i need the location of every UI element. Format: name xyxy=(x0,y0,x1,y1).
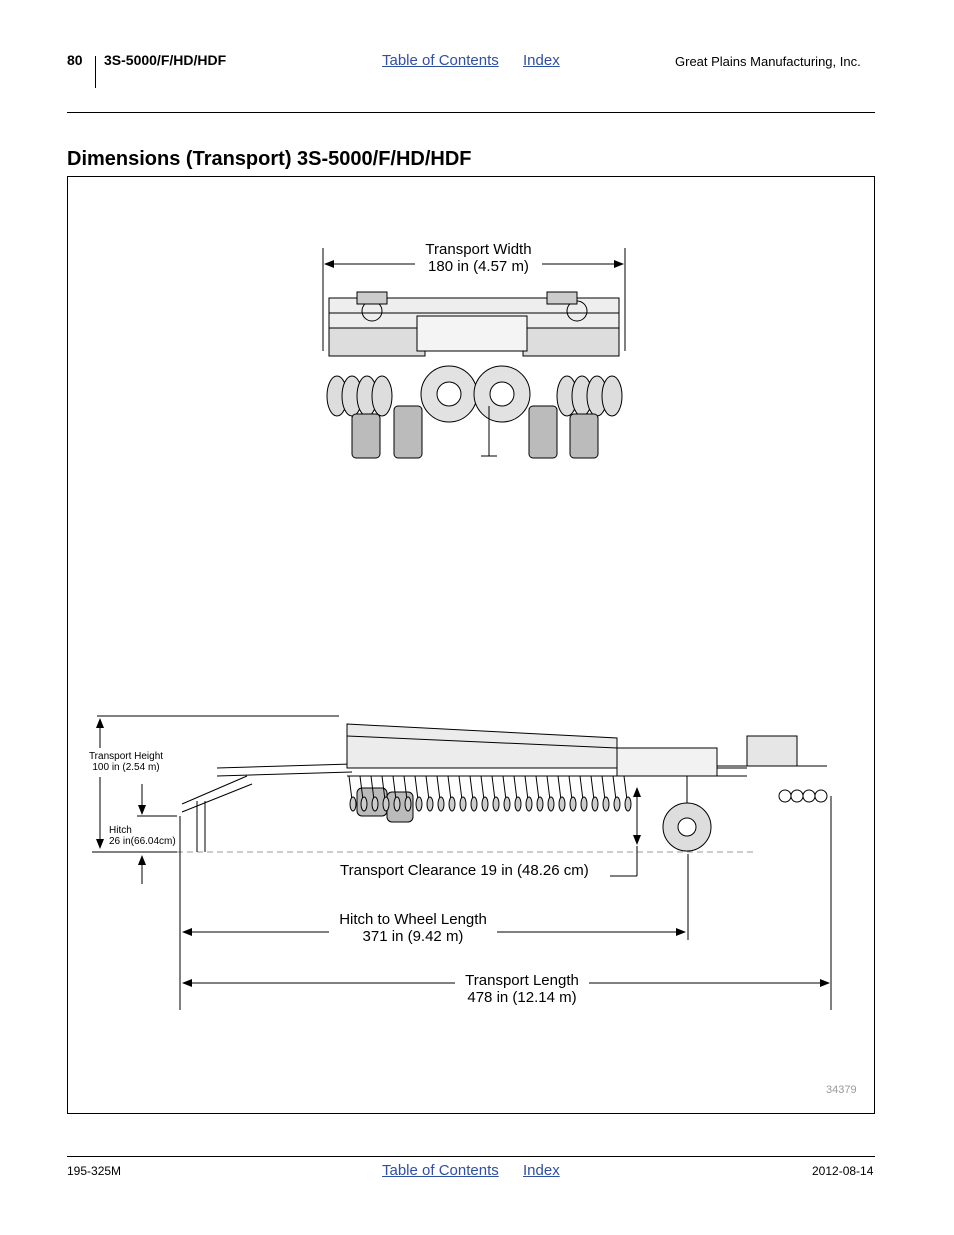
opener-disc xyxy=(415,796,423,812)
figure-frame xyxy=(67,176,875,1114)
transport-length-label: Transport Length 478 in (12.14 m) xyxy=(456,972,588,1006)
hitch-to-wheel-title: Hitch to Wheel Length xyxy=(339,911,487,928)
opener-disc xyxy=(514,796,522,812)
page-number: 80 xyxy=(67,52,83,68)
transport-width-label: Transport Width 180 in (4.57 m) xyxy=(415,241,542,275)
hitch-height-title: Hitch xyxy=(109,825,132,836)
opener-disc xyxy=(371,796,379,812)
header-divider xyxy=(95,56,96,88)
opener-disc xyxy=(492,796,500,812)
hitch-height-value: 26 in(66.04cm) xyxy=(109,836,176,847)
opener-disc xyxy=(624,796,632,812)
opener-disc xyxy=(437,796,445,812)
opener-disc xyxy=(382,796,390,812)
opener-disc xyxy=(470,796,478,812)
opener-disc xyxy=(426,796,434,812)
opener-disc xyxy=(536,796,544,812)
opener-disc xyxy=(558,796,566,812)
opener-disc xyxy=(481,796,489,812)
header-toc-link[interactable]: Table of Contents xyxy=(382,52,499,69)
opener-disc xyxy=(393,796,401,812)
opener-disc xyxy=(525,796,533,812)
seed-openers xyxy=(348,775,632,812)
hitch-to-wheel-value: 371 in (9.42 m) xyxy=(362,928,464,945)
opener-disc xyxy=(591,796,599,812)
header-rule xyxy=(67,112,875,113)
company-name: Great Plains Manufacturing, Inc. xyxy=(675,54,861,69)
opener-disc xyxy=(613,796,621,812)
opener-disc xyxy=(459,796,467,812)
footer-rule xyxy=(67,1156,875,1157)
opener-disc xyxy=(602,796,610,812)
opener-disc xyxy=(349,796,357,812)
transport-length-value: 478 in (12.14 m) xyxy=(467,989,577,1006)
hitch-to-wheel-label: Hitch to Wheel Length 371 in (9.42 m) xyxy=(330,911,496,945)
transport-height-label: Transport Height 100 in (2.54 m) xyxy=(81,751,171,773)
transport-height-value: 100 in (2.54 m) xyxy=(92,762,160,773)
model-title: 3S-5000/F/HD/HDF xyxy=(104,52,227,68)
opener-disc xyxy=(569,796,577,812)
rear-view-drawing xyxy=(322,248,626,459)
opener-disc xyxy=(360,796,368,812)
transport-width-value: 180 in (4.57 m) xyxy=(428,258,529,275)
opener-disc xyxy=(580,796,588,812)
footer-index-link[interactable]: Index xyxy=(523,1162,560,1179)
opener-disc xyxy=(448,796,456,812)
part-number: 195-325M xyxy=(67,1164,122,1178)
section-title: Dimensions (Transport) 3S-5000/F/HD/HDF xyxy=(67,148,472,170)
opener-disc xyxy=(404,796,412,812)
footer-toc-link[interactable]: Table of Contents xyxy=(382,1162,499,1179)
publish-date: 2012-08-14 xyxy=(812,1164,874,1178)
transport-width-title: Transport Width xyxy=(425,241,532,258)
transport-height-title: Transport Height xyxy=(88,751,164,762)
header-index-link[interactable]: Index xyxy=(523,52,560,69)
transport-clearance-label: Transport Clearance 19 in (48.26 cm) xyxy=(340,862,610,879)
opener-disc xyxy=(547,796,555,812)
transport-length-title: Transport Length xyxy=(465,972,579,989)
transport-dimensions-figure xyxy=(92,248,832,1010)
opener-disc xyxy=(503,796,511,812)
figure-number: 34379 xyxy=(826,1084,857,1096)
hitch-height-label: Hitch 26 in(66.04cm) xyxy=(109,825,176,847)
